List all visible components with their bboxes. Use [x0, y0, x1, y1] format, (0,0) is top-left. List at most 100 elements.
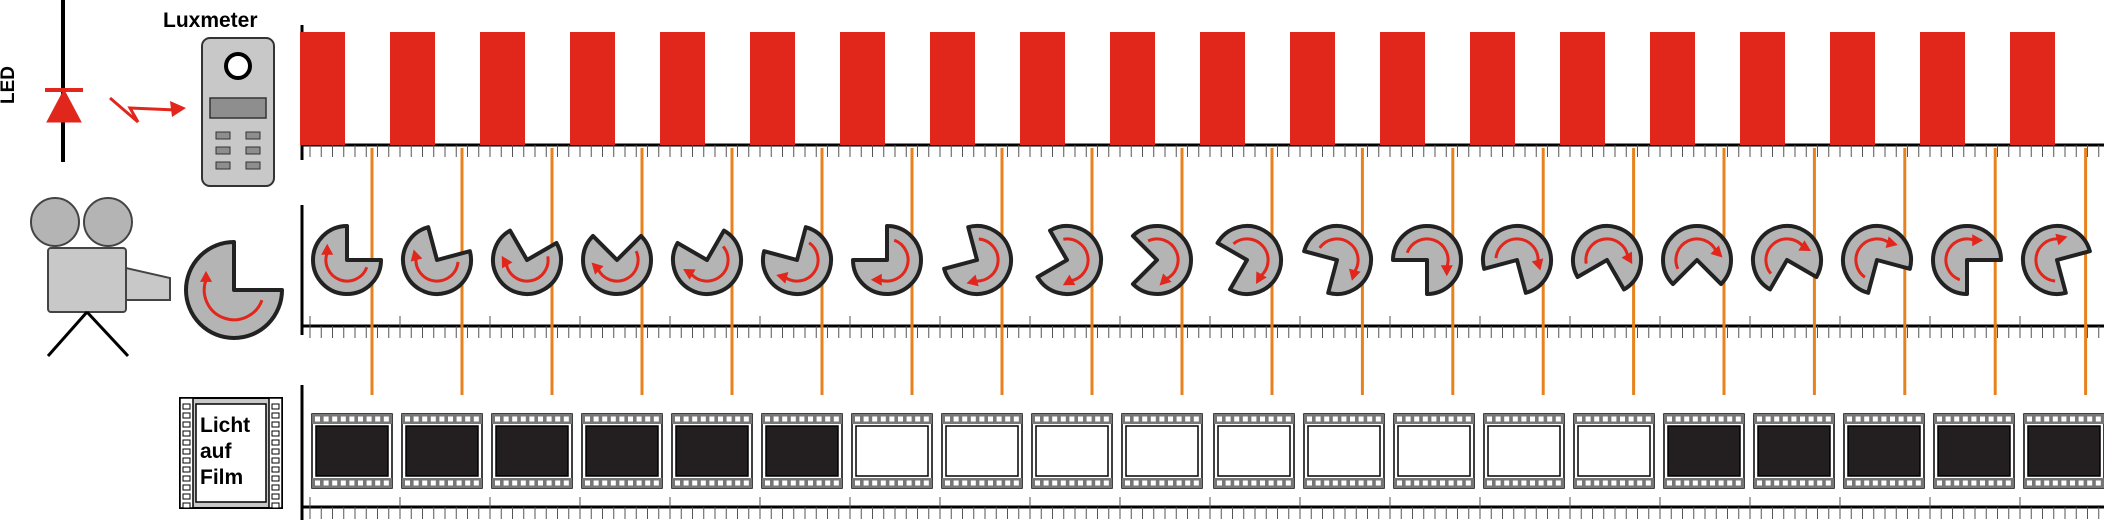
- led-pulse: [1020, 32, 1065, 145]
- film-frame-image: [1937, 425, 2011, 477]
- film-frame-image: [1125, 425, 1199, 477]
- rotating-shutter: [761, 225, 833, 296]
- sprocket-hole: [182, 430, 191, 437]
- sprocket-hole: [182, 403, 191, 410]
- rotating-shutter: [2021, 224, 2092, 296]
- film-frame: [1483, 413, 1565, 489]
- sprocket-hole: [271, 448, 280, 455]
- film-frame: [491, 413, 573, 489]
- led-pulse: [1830, 32, 1875, 145]
- sprocket-hole: [271, 439, 280, 446]
- rotating-shutter: [581, 233, 653, 296]
- sprocket-hole: [271, 475, 280, 482]
- sprocket-hole: [182, 493, 191, 500]
- film-frame-image: [1577, 425, 1651, 477]
- led-pulse: [570, 32, 615, 145]
- rotating-shutter: [942, 224, 1013, 296]
- rotating-shutter: [1571, 224, 1643, 292]
- sprocket-hole: [182, 448, 191, 455]
- sprocket-hole: [182, 457, 191, 464]
- sprocket-hole: [271, 412, 280, 419]
- film-frame: [1843, 413, 1925, 489]
- film-frame: [1303, 413, 1385, 489]
- led-diode-icon: [45, 0, 83, 162]
- film-label-line2: auf: [200, 440, 233, 463]
- rotating-shutter: [401, 225, 473, 296]
- rotating-shutter: [1035, 224, 1103, 296]
- film-frame-image: [1847, 425, 1921, 477]
- film-frame: [851, 413, 933, 489]
- led-pulse: [1200, 32, 1245, 145]
- led-pulse: [390, 32, 435, 145]
- led-pulse: [1560, 32, 1605, 145]
- film-frame: [401, 413, 483, 489]
- sprocket-hole: [271, 502, 280, 509]
- film-frame-image: [1035, 425, 1109, 477]
- film-label-line1: Licht: [200, 414, 250, 437]
- led-pulse: [1470, 32, 1515, 145]
- sprocket-hole: [182, 484, 191, 491]
- sprocket-hole: [271, 421, 280, 428]
- rotating-shutter: [1931, 224, 2003, 296]
- rotating-shutter: [1841, 224, 1913, 295]
- sprocket-hole: [182, 466, 191, 473]
- sprocket-hole: [182, 421, 191, 428]
- led-pulse: [1650, 32, 1695, 145]
- film-frame: [1031, 413, 1113, 489]
- film-frame-image: [585, 425, 659, 477]
- film-frame-image: [1307, 425, 1381, 477]
- film-frame-image: [495, 425, 569, 477]
- camera-icon: [30, 197, 171, 358]
- film-frame: [1573, 413, 1655, 489]
- film-frame-image: [1487, 425, 1561, 477]
- film-frame-image: [675, 425, 749, 477]
- film-frame: [1753, 413, 1835, 489]
- rotating-shutter: [1661, 224, 1733, 287]
- film-frame: [1933, 413, 2015, 489]
- light-ray-icon: [109, 96, 186, 124]
- film-frame-image: [315, 425, 389, 477]
- film-frame: [311, 413, 393, 489]
- luxmeter-label: Luxmeter: [163, 9, 258, 32]
- led-pulse: [300, 32, 345, 145]
- luxmeter-icon: [201, 37, 275, 187]
- rotating-shutter: [671, 228, 743, 296]
- rotating-shutter: [851, 224, 923, 296]
- rotating-shutter: [491, 228, 563, 296]
- led-pulse: [750, 32, 795, 145]
- rotating-shutter: [311, 224, 383, 296]
- sprocket-hole: [271, 466, 280, 473]
- film-frame-image: [1757, 425, 1831, 477]
- film-frame: [581, 413, 663, 489]
- film-frame: [941, 413, 1023, 489]
- film-frame: [761, 413, 843, 489]
- led-pulse: [1290, 32, 1335, 145]
- rotating-shutter: [1302, 224, 1373, 296]
- rotating-shutter: [1751, 224, 1823, 292]
- shutter-icon: [184, 240, 284, 340]
- film-frame-image: [1217, 425, 1291, 477]
- film-frame: [2023, 413, 2104, 489]
- film-frame-image: [1667, 425, 1741, 477]
- led-pulse: [1380, 32, 1425, 145]
- led-pulse: [2010, 32, 2055, 145]
- rotating-shutter: [1391, 224, 1463, 296]
- led-pulse: [840, 32, 885, 145]
- film-strip-icon: Licht auf Film: [179, 397, 283, 509]
- sprocket-hole: [271, 430, 280, 437]
- sprocket-hole: [271, 493, 280, 500]
- film-frame: [1213, 413, 1295, 489]
- film-frame-image: [2027, 425, 2101, 477]
- film-frame-image: [945, 425, 1019, 477]
- sprocket-hole: [271, 484, 280, 491]
- rotating-shutter: [1215, 224, 1283, 296]
- film-frame: [671, 413, 753, 489]
- sprocket-hole: [182, 412, 191, 419]
- film-frame-image: [765, 425, 839, 477]
- led-label: LED: [0, 66, 19, 104]
- sprocket-hole: [182, 439, 191, 446]
- film-frame-image: [405, 425, 479, 477]
- film-frame: [1393, 413, 1475, 489]
- film-frame-image: [855, 425, 929, 477]
